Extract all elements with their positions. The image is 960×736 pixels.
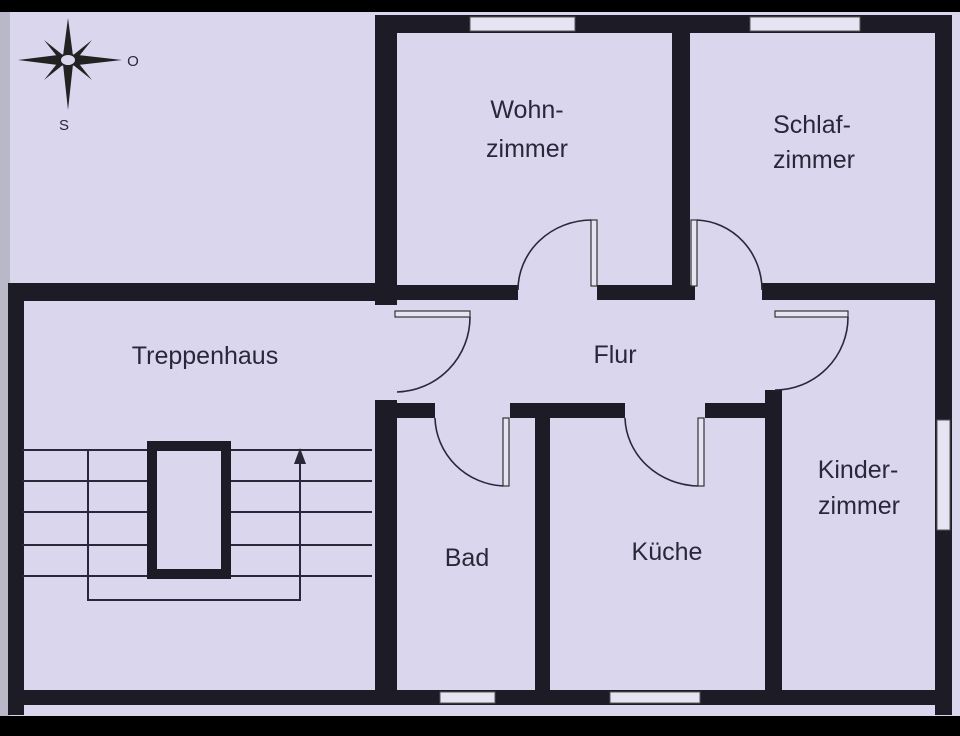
compass-icon: O S <box>18 18 139 134</box>
label-kueche: Küche <box>632 538 703 566</box>
label-wohnzimmer-2: zimmer <box>486 135 568 163</box>
paper <box>0 12 960 716</box>
label-kinderzimmer-1: Kinder- <box>818 456 899 484</box>
label-wohnzimmer-1: Wohn- <box>490 96 563 124</box>
door-bad <box>434 417 510 487</box>
compass-south-label: S <box>59 117 69 134</box>
stair-arrow-icon <box>294 448 306 464</box>
label-flur: Flur <box>593 341 636 369</box>
label-treppenhaus: Treppenhaus <box>132 342 278 370</box>
door-treppenhaus <box>394 310 471 393</box>
staircase <box>22 441 372 601</box>
door-kinderzimmer <box>774 310 849 391</box>
label-schlafzimmer-2: zimmer <box>773 146 855 174</box>
door-schlafzimmer <box>690 219 763 291</box>
windows <box>439 16 951 704</box>
label-bad: Bad <box>445 544 489 572</box>
label-kinderzimmer-2: zimmer <box>818 492 900 520</box>
door-kueche <box>624 417 705 487</box>
paper-edge <box>0 12 10 716</box>
door-wohnzimmer <box>517 219 598 291</box>
label-schlafzimmer-1: Schlaf- <box>773 111 851 139</box>
compass-east-label: O <box>127 53 139 70</box>
